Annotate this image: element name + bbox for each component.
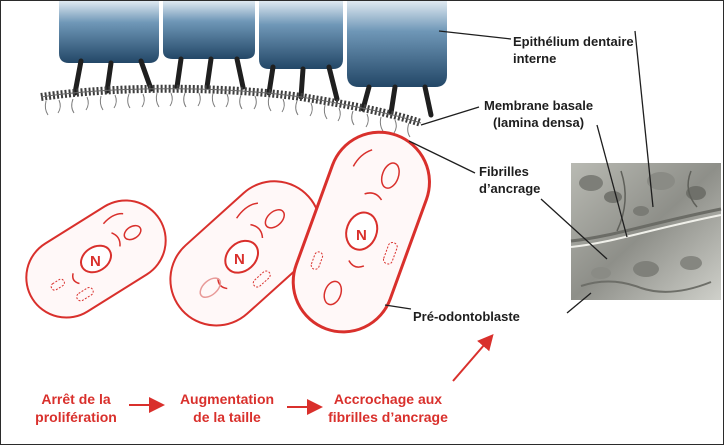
basement-membrane xyxy=(41,89,421,123)
cell-1-nucleus-letter: N xyxy=(90,253,101,270)
label-preodontoblast: Pré-odontoblaste xyxy=(413,308,520,325)
electron-micrograph xyxy=(571,163,721,300)
step-1-arret-proliferation: Arrêt de la prolifération xyxy=(21,390,131,426)
epithelium-cells xyxy=(59,1,447,87)
label-fibrils: Fibrilles d’ancrage xyxy=(479,163,540,197)
anchoring-fibrils xyxy=(45,93,410,137)
label-membrane: Membrane basale (lamina densa) xyxy=(484,97,593,131)
cell-2-nucleus-letter: N xyxy=(234,251,245,268)
step-2-augmentation-taille: Augmentation de la taille xyxy=(167,390,287,426)
cell-3-nucleus-letter: N xyxy=(356,227,367,244)
label-epithelium: Epithélium dentaire interne xyxy=(513,33,634,67)
step-3-accrochage-fibrilles: Accrochage aux fibrilles d’ancrage xyxy=(319,390,457,426)
